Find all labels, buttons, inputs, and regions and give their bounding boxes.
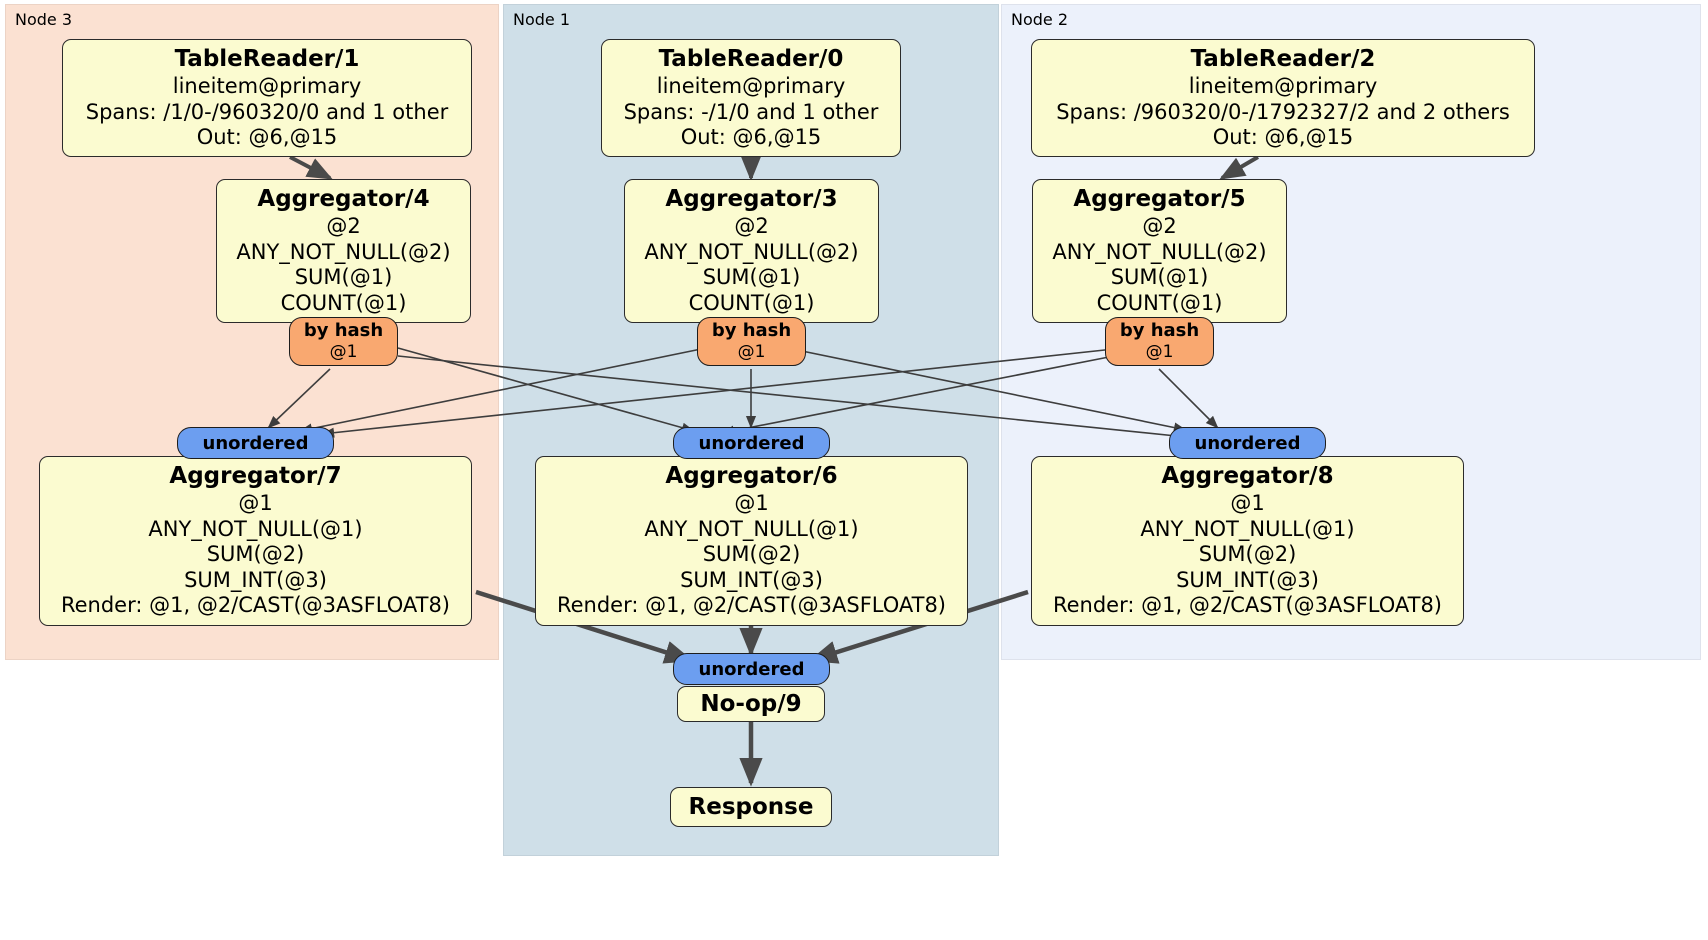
router-label: unordered xyxy=(698,658,805,680)
processor-line: Render: @1, @2/CAST(@3ASFLOAT8) xyxy=(60,593,451,617)
processor-line: Spans: /1/0-/960320/0 and 1 other xyxy=(85,99,449,124)
processor-title: Aggregator/8 xyxy=(1161,463,1334,489)
router-label: by hash xyxy=(711,320,792,341)
processor-aggregator-7[interactable]: Aggregator/7 @1 ANY_NOT_NULL(@1) SUM(@2)… xyxy=(39,456,472,626)
processor-line: SUM_INT(@3) xyxy=(680,567,823,592)
processor-line: @1 xyxy=(238,491,273,515)
processor-noop-9[interactable]: No-op/9 xyxy=(677,686,825,722)
processor-line: SUM_INT(@3) xyxy=(184,567,327,592)
processor-title: Aggregator/5 xyxy=(1073,186,1246,212)
processor-line: ANY_NOT_NULL(@2) xyxy=(644,239,859,264)
processor-line: SUM(@2) xyxy=(206,542,305,566)
router-unordered-final[interactable]: unordered xyxy=(673,653,830,685)
processor-title: No-op/9 xyxy=(700,691,802,717)
processor-line: @1 xyxy=(734,491,769,515)
processor-title: Aggregator/3 xyxy=(665,186,838,212)
router-unordered-left[interactable]: unordered xyxy=(177,427,334,459)
processor-aggregator-8[interactable]: Aggregator/8 @1 ANY_NOT_NULL(@1) SUM(@2)… xyxy=(1031,456,1464,626)
processor-line: SUM(@1) xyxy=(294,265,393,289)
processor-title: TableReader/2 xyxy=(1190,46,1376,72)
processor-tablereader-1[interactable]: TableReader/1 lineitem@primary Spans: /1… xyxy=(62,39,472,157)
processor-line: @2 xyxy=(734,214,769,238)
processor-line: lineitem@primary xyxy=(172,74,362,98)
router-unordered-right[interactable]: unordered xyxy=(1169,427,1326,459)
processor-line: lineitem@primary xyxy=(1188,74,1378,98)
processor-tablereader-2[interactable]: TableReader/2 lineitem@primary Spans: /9… xyxy=(1031,39,1535,157)
processor-line: ANY_NOT_NULL(@1) xyxy=(148,516,363,541)
processor-line: SUM(@2) xyxy=(1198,542,1297,566)
processor-title: TableReader/0 xyxy=(658,46,844,72)
processor-line: Spans: -/1/0 and 1 other xyxy=(623,99,879,124)
router-label: unordered xyxy=(698,432,805,454)
router-by-hash-left[interactable]: by hash @1 xyxy=(289,317,398,366)
router-label: by hash xyxy=(1119,320,1200,341)
router-sublabel: @1 xyxy=(329,342,358,362)
processor-title: Aggregator/6 xyxy=(665,463,838,489)
router-label: unordered xyxy=(202,432,309,454)
processor-line: @2 xyxy=(326,214,361,238)
processor-line: SUM(@2) xyxy=(702,542,801,566)
processor-title: Aggregator/4 xyxy=(257,186,430,212)
processor-line: ANY_NOT_NULL(@2) xyxy=(1052,239,1267,264)
processor-line: Out: @6,@15 xyxy=(196,125,338,149)
processor-tablereader-0[interactable]: TableReader/0 lineitem@primary Spans: -/… xyxy=(601,39,901,157)
processor-title: Aggregator/7 xyxy=(169,463,342,489)
router-label: by hash xyxy=(303,320,384,341)
processor-aggregator-6[interactable]: Aggregator/6 @1 ANY_NOT_NULL(@1) SUM(@2)… xyxy=(535,456,968,626)
cluster-node2-label: Node 2 xyxy=(1011,10,1069,29)
processor-line: SUM(@1) xyxy=(1110,265,1209,289)
processor-line: Render: @1, @2/CAST(@3ASFLOAT8) xyxy=(1052,593,1443,617)
processor-line: COUNT(@1) xyxy=(1096,290,1223,315)
processor-line: @2 xyxy=(1142,214,1177,238)
processor-line: ANY_NOT_NULL(@2) xyxy=(236,239,451,264)
processor-line: SUM_INT(@3) xyxy=(1176,567,1319,592)
processor-line: SUM(@1) xyxy=(702,265,801,289)
router-label: unordered xyxy=(1194,432,1301,454)
processor-line: Spans: /960320/0-/1792327/2 and 2 others xyxy=(1056,99,1510,124)
processor-response[interactable]: Response xyxy=(670,787,832,827)
processor-title: TableReader/1 xyxy=(174,46,360,72)
router-by-hash-mid[interactable]: by hash @1 xyxy=(697,317,806,366)
router-sublabel: @1 xyxy=(1145,342,1174,362)
processor-aggregator-3[interactable]: Aggregator/3 @2 ANY_NOT_NULL(@2) SUM(@1)… xyxy=(624,179,879,323)
router-unordered-mid[interactable]: unordered xyxy=(673,427,830,459)
router-sublabel: @1 xyxy=(737,342,766,362)
processor-line: ANY_NOT_NULL(@1) xyxy=(1140,516,1355,541)
processor-line: Render: @1, @2/CAST(@3ASFLOAT8) xyxy=(556,593,947,617)
processor-aggregator-4[interactable]: Aggregator/4 @2 ANY_NOT_NULL(@2) SUM(@1)… xyxy=(216,179,471,323)
processor-line: Out: @6,@15 xyxy=(1212,125,1354,149)
processor-line: Out: @6,@15 xyxy=(680,125,822,149)
processor-line: COUNT(@1) xyxy=(688,290,815,315)
processor-line: COUNT(@1) xyxy=(280,290,407,315)
cluster-node3-label: Node 3 xyxy=(15,10,73,29)
router-by-hash-right[interactable]: by hash @1 xyxy=(1105,317,1214,366)
processor-aggregator-5[interactable]: Aggregator/5 @2 ANY_NOT_NULL(@2) SUM(@1)… xyxy=(1032,179,1287,323)
cluster-node1-label: Node 1 xyxy=(513,10,571,29)
processor-line: ANY_NOT_NULL(@1) xyxy=(644,516,859,541)
processor-title: Response xyxy=(688,794,814,820)
processor-line: lineitem@primary xyxy=(656,74,846,98)
processor-line: @1 xyxy=(1230,491,1265,515)
